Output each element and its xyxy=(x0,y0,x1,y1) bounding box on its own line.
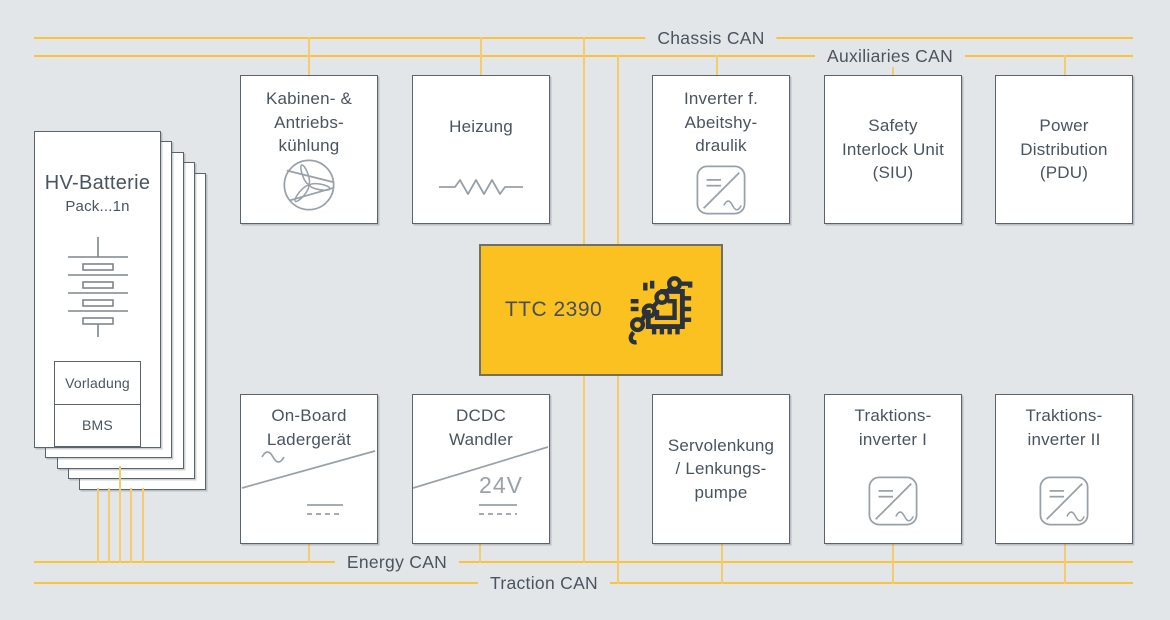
inverter-icon xyxy=(1038,475,1090,527)
connector-battery-4 xyxy=(130,488,132,563)
traction-can-label: Traction CAN xyxy=(478,572,610,594)
bms-cell: BMS xyxy=(82,417,113,434)
box-label: Power xyxy=(1039,116,1089,136)
box-label: Antriebs- xyxy=(274,112,344,132)
box-label: Wandler xyxy=(448,429,514,449)
energy-can-label: Energy CAN xyxy=(334,551,460,573)
connector-cabin-cooling xyxy=(308,37,310,76)
box-label: pumpe xyxy=(694,482,748,502)
box-label: Abeitshy- xyxy=(684,112,758,132)
box-traction-inverter-2: Traktions- inverter II xyxy=(995,394,1133,544)
dc-dc-converter-icon xyxy=(412,395,549,542)
connector-ttc-to-energy xyxy=(583,375,585,563)
connector-dcdc xyxy=(479,543,481,563)
battery-sub-modules: Vorladung BMS xyxy=(54,361,141,447)
hv-battery-box: HV-Batterie Pack...1n Vorladung BMS xyxy=(34,131,161,448)
ac-dc-converter-icon xyxy=(241,395,376,542)
hv-battery-title: HV-Batterie xyxy=(44,172,151,194)
connector-battery-5 xyxy=(142,488,144,563)
inverter-icon xyxy=(695,164,747,216)
box-label: Interlock Unit xyxy=(841,139,944,159)
box-label: / Lenkungs- xyxy=(675,459,767,479)
resistor-icon xyxy=(439,176,523,198)
box-work-hydraulics-inverter: Inverter f. Abeitshy- draulik xyxy=(652,75,790,224)
battery-cells-icon xyxy=(66,237,130,337)
voltage-label: 24V xyxy=(479,472,523,498)
box-power-steering: Servolenkung / Lenkungs- pumpe xyxy=(652,394,790,544)
box-label: Traktions- xyxy=(854,406,932,425)
box-label: Inverter f. xyxy=(683,89,758,108)
box-label: Heizung xyxy=(449,117,513,136)
connector-onboard-charger xyxy=(308,543,310,563)
fan-icon xyxy=(280,156,338,214)
box-label: Kabinen- & xyxy=(265,89,353,108)
inverter-icon xyxy=(867,475,919,527)
box-label: Traktions- xyxy=(1025,406,1103,425)
box-label: Servolenkung xyxy=(667,435,775,455)
connector-battery-2 xyxy=(108,488,110,563)
hv-battery-subtitle: Pack...1n xyxy=(65,198,130,215)
connector-battery-3 xyxy=(119,466,121,563)
connector-battery-1 xyxy=(97,488,99,563)
box-safety-interlock-unit: Safety Interlock Unit (SIU) xyxy=(824,75,962,224)
connector-traction-inverter-2 xyxy=(1064,543,1066,584)
controller-label: TTC 2390 xyxy=(504,298,603,321)
connector-chassis-to-ttc xyxy=(583,37,585,246)
ttc-2390-controller: TTC 2390 xyxy=(479,244,723,376)
box-label: (SIU) xyxy=(872,163,914,183)
box-label: Distribution xyxy=(1020,139,1108,159)
box-label: inverter II xyxy=(1027,429,1101,449)
microchip-icon xyxy=(619,271,697,349)
box-label: kühlung xyxy=(278,136,340,155)
box-label: inverter I xyxy=(858,429,928,449)
chassis-can-label: Chassis CAN xyxy=(645,27,777,49)
box-label: DCDC xyxy=(456,406,506,425)
box-label: (PDU) xyxy=(1039,163,1089,183)
box-label: Safety xyxy=(868,116,918,136)
box-traction-inverter-1: Traktions- inverter I xyxy=(824,394,962,544)
box-onboard-charger: On-Board Ladergerät xyxy=(240,394,378,544)
auxiliaries-can-label: Auxiliaries CAN xyxy=(814,45,966,67)
connector-ttc-to-traction xyxy=(617,375,619,584)
connector-pdu xyxy=(1064,55,1066,76)
box-cabin-drive-cooling: Kabinen- & Antriebs- kühlung xyxy=(240,75,378,224)
box-dcdc-converter: DCDC Wandler 24V xyxy=(412,394,550,544)
connector-power-steering xyxy=(721,543,723,584)
connector-auxiliaries-to-ttc xyxy=(617,55,619,246)
connector-traction-inverter-1 xyxy=(892,543,894,584)
box-power-distribution: Power Distribution (PDU) xyxy=(995,75,1133,224)
box-label: Ladergerät xyxy=(266,429,352,449)
connector-heating xyxy=(480,37,482,76)
connector-hydraulics-inverter xyxy=(716,55,718,76)
box-heating: Heizung xyxy=(412,75,550,224)
box-label: draulik xyxy=(695,136,747,155)
box-label: On-Board xyxy=(271,406,347,425)
precharge-cell: Vorladung xyxy=(55,362,140,405)
